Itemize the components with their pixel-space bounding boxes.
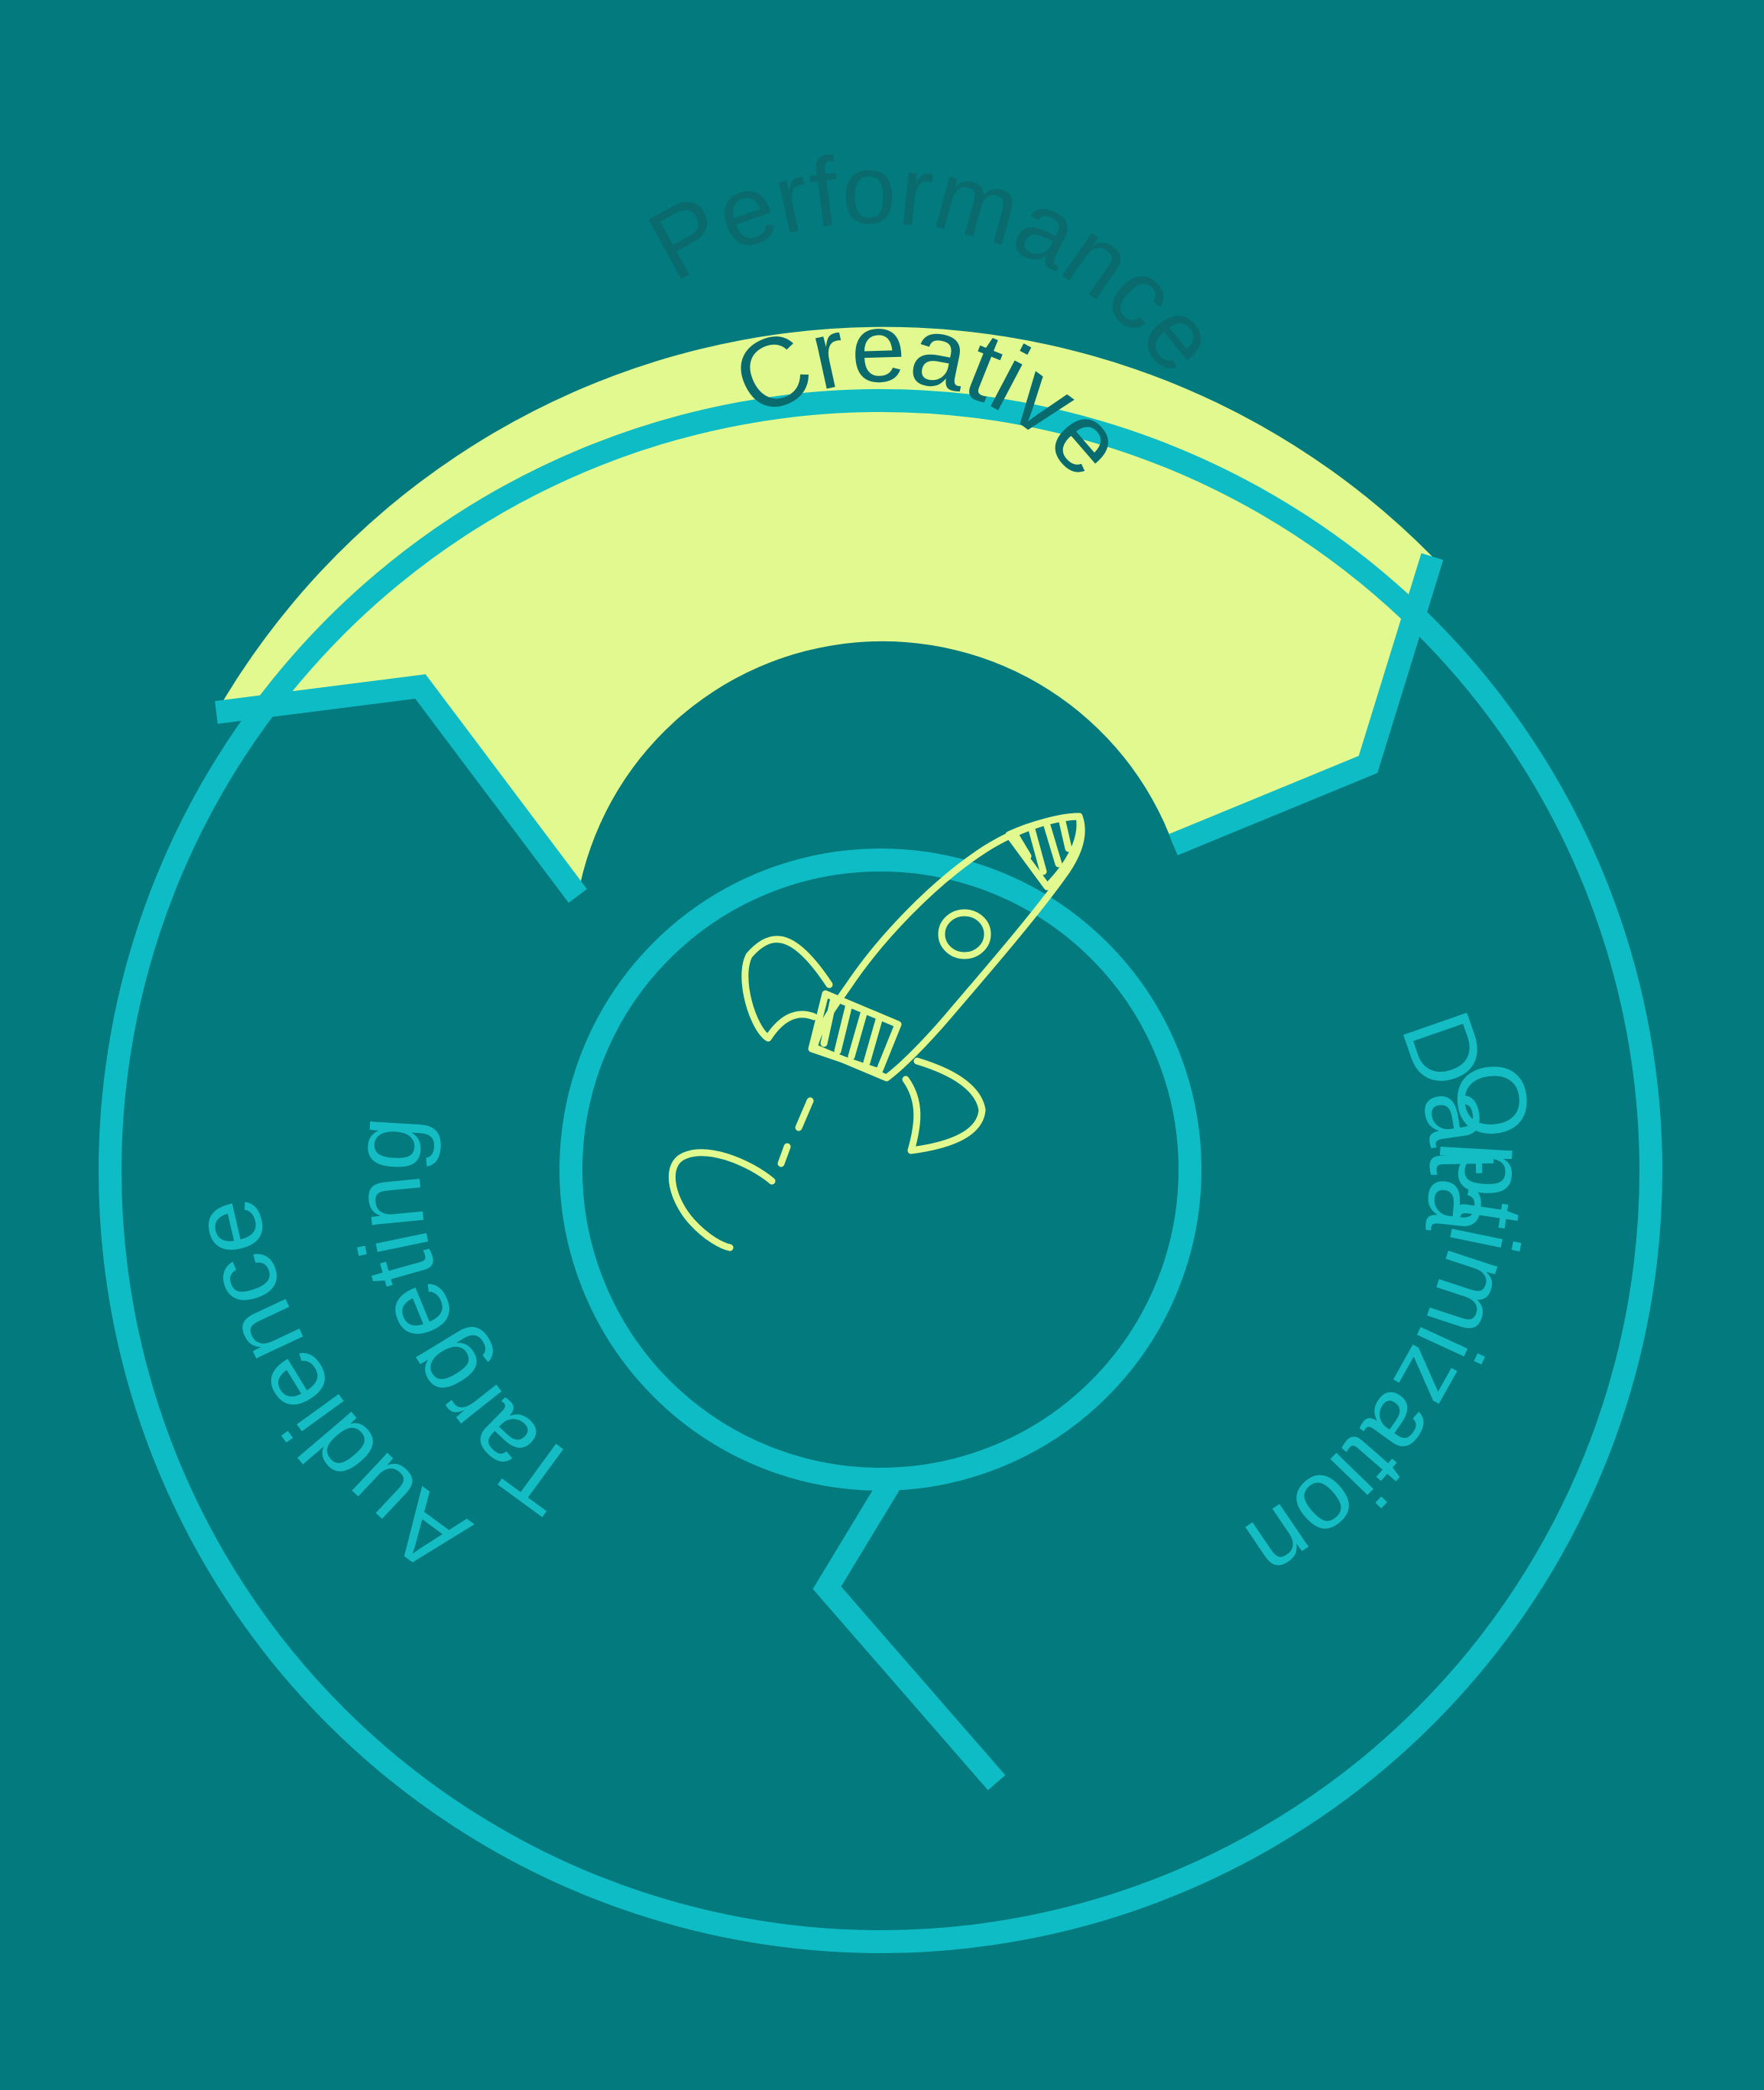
rocket-icon: [668, 813, 1085, 1251]
segment-performance-creative[interactable]: [216, 326, 1432, 896]
outer-ring: [99, 389, 1662, 1953]
divider-top-left: [215, 674, 587, 904]
inner-circle: [559, 849, 1201, 1491]
divider-top-right: [1169, 553, 1444, 855]
divider-bottom: [812, 1473, 1006, 1790]
